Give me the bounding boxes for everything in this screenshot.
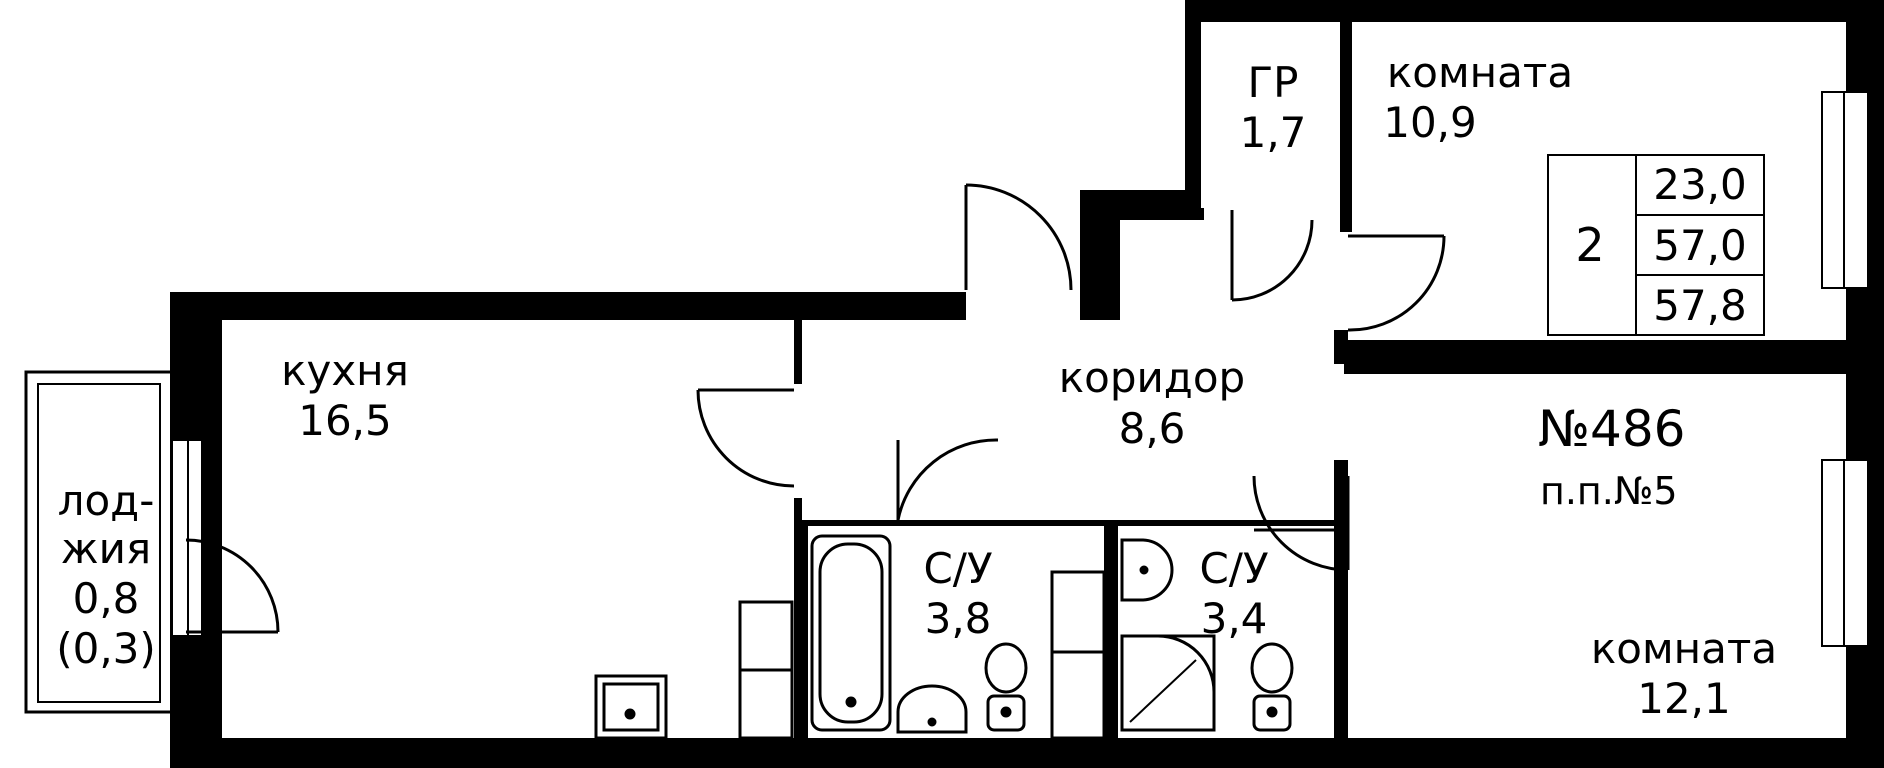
loggia-name-line1: лод- (57, 476, 155, 525)
total-with-loggia-value: 57,8 (1653, 280, 1747, 330)
living-area-value: 23,0 (1653, 159, 1747, 209)
utility-blocks (738, 570, 1106, 740)
room-count: 2 (1575, 218, 1605, 272)
bath2-area: 3,4 (1200, 594, 1268, 643)
room2-name: комната (1590, 624, 1778, 673)
corridor-name: коридор (1058, 353, 1246, 402)
loggia-window (171, 439, 203, 637)
toilet-bath2 (1250, 642, 1294, 732)
windows-right (1821, 91, 1869, 647)
room1-name: комната (1386, 48, 1574, 97)
room1-area: 10,9 (1383, 98, 1477, 147)
loggia-area: 0,8 (72, 574, 140, 623)
corridor-area: 8,6 (1118, 404, 1186, 453)
sink-bath2 (1120, 538, 1174, 602)
total-area-value: 57,0 (1653, 220, 1747, 270)
kitchen-area: 16,5 (298, 396, 392, 445)
area-summary-table: 2 23,0 57,0 57,8 (1548, 155, 1764, 335)
bath1-area: 3,8 (924, 594, 992, 643)
kitchen-sink (594, 674, 668, 740)
shower (1120, 634, 1216, 732)
sink-bath1 (896, 684, 968, 734)
building-number: п.п.№5 (1540, 469, 1678, 513)
toilet-bath1 (984, 642, 1028, 732)
kitchen-name: кухня (281, 346, 409, 395)
area-table-grid (1547, 154, 1765, 336)
interior-walls (794, 22, 1848, 738)
bath2-name: С/У (1199, 544, 1269, 593)
loggia-name-line2: жия (60, 524, 152, 573)
room-gr-name: ГР (1247, 58, 1299, 107)
room-gr-area: 1,7 (1239, 108, 1307, 157)
door-swings (185, 183, 1446, 634)
loggia-area-reduced: (0,3) (56, 624, 156, 673)
apartment-number: №486 (1538, 400, 1686, 458)
bathtub (810, 534, 892, 732)
bath1-name: С/У (923, 544, 993, 593)
room2-area: 12,1 (1637, 674, 1731, 723)
